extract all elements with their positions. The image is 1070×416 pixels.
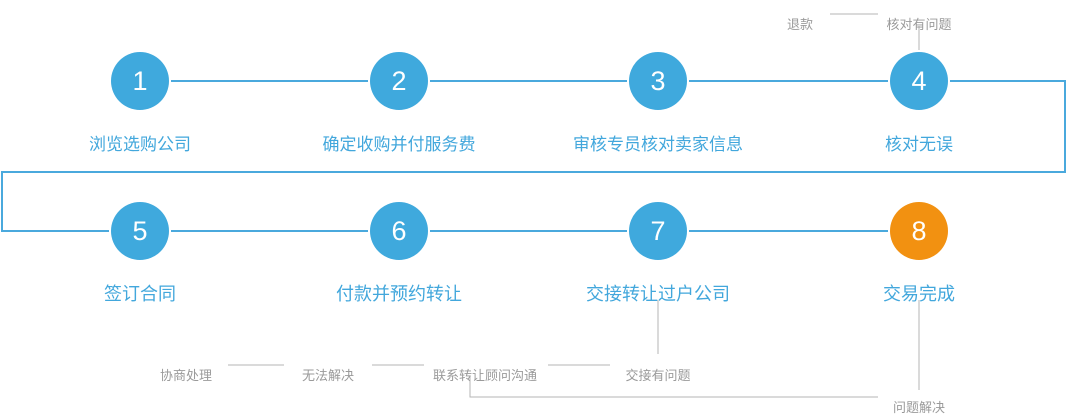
step-node-6[interactable]: 6 [370,202,428,260]
annotation-handover-problem: 交接有问题 [625,368,691,383]
step-label-3: 审核专员核对卖家信息 [573,135,743,154]
annotation-contact-advisor: 联系转让顾问沟通 [432,368,538,383]
annotation-refund: 退款 [786,17,814,32]
step-node-5[interactable]: 5 [111,202,169,260]
annotation-verify-problem: 核对有问题 [886,17,952,32]
annotation-negotiate: 协商处理 [159,368,213,383]
step-label-4: 核对无误 [885,135,953,154]
step-node-3[interactable]: 3 [629,52,687,110]
step-node-2[interactable]: 2 [370,52,428,110]
step-label-2: 确定收购并付服务费 [322,135,476,154]
step-node-8[interactable]: 8 [890,202,948,260]
annotation-unresolvable: 无法解决 [301,368,355,383]
step-label-7: 交接转让过户公司 [586,284,730,304]
step-node-4[interactable]: 4 [890,52,948,110]
step-node-7[interactable]: 7 [629,202,687,260]
step-label-1: 浏览选购公司 [89,135,191,154]
step-label-8: 交易完成 [883,284,955,304]
step-label-6: 付款并预约转让 [336,284,462,304]
annotation-problem-solved: 问题解决 [892,400,946,415]
step-node-1[interactable]: 1 [111,52,169,110]
step-label-5: 签订合同 [104,284,176,304]
